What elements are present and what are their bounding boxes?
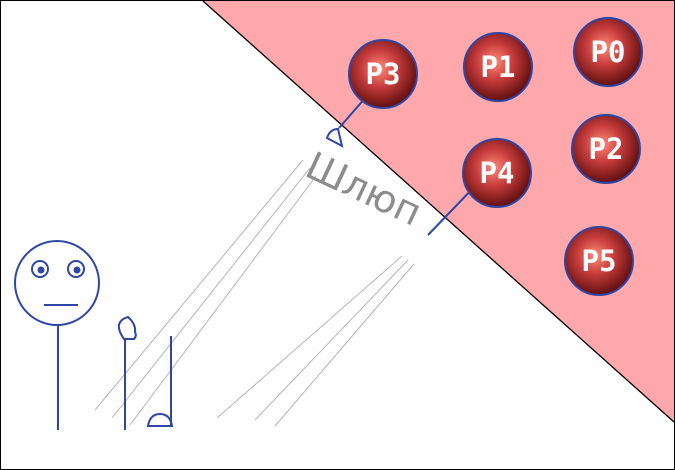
process-node-p3: P3: [348, 39, 418, 109]
figure-head: [14, 240, 100, 326]
process-node-p0: P0: [573, 17, 643, 87]
hook-arc-lower: [146, 412, 174, 427]
process-label-p5: P5: [582, 244, 617, 278]
process-ball-p0: [573, 17, 643, 87]
stick-figure: [14, 240, 100, 430]
process-label-p2: P2: [589, 132, 624, 166]
process-label-p3: P3: [366, 57, 401, 91]
process-node-p2: P2: [571, 114, 641, 184]
light-beams: [94, 159, 415, 427]
figure-eye-right: [67, 260, 85, 278]
process-label-p1: P1: [481, 50, 516, 84]
process-node-p4: P4: [462, 138, 532, 208]
process-node-p5: P5: [564, 226, 634, 296]
beam-ray: [254, 259, 409, 421]
process-ball-p3: [348, 39, 418, 109]
figure-eye-left: [31, 260, 49, 278]
process-ball-p4: [462, 138, 532, 208]
process-label-p4: P4: [480, 156, 515, 190]
beam-ray: [216, 255, 403, 419]
figure-pupil-left: [37, 266, 45, 274]
process-node-p1: P1: [463, 32, 533, 102]
beam-ray: [94, 159, 304, 411]
zone-boundary-line: [202, 0, 675, 423]
beam-ray: [129, 175, 317, 426]
flag-stick: [117, 315, 172, 430]
hook-arc-upper: [325, 127, 344, 148]
process-ball-p1: [463, 32, 533, 102]
figure-pupil-right: [73, 266, 81, 274]
process-label-p0: P0: [591, 35, 626, 69]
process-ball-p2: [571, 114, 641, 184]
beam-ray: [274, 263, 415, 427]
flag-leaf: [117, 315, 137, 340]
beam-ray: [111, 167, 311, 419]
process-ball-p5: [564, 226, 634, 296]
